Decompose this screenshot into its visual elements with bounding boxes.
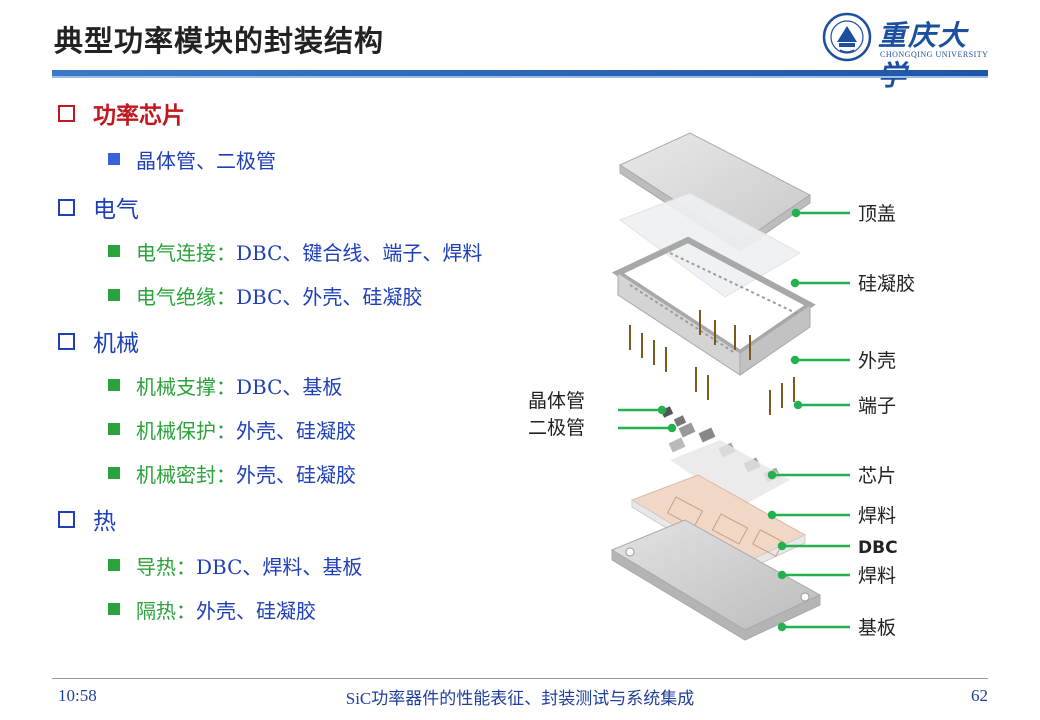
label-solder-upper: 焊料: [858, 505, 896, 527]
checkbox-bullet-icon: [58, 104, 75, 122]
solder-part-upper: [670, 440, 790, 507]
label-solder-lower: 焊料: [858, 565, 896, 587]
title-divider: [52, 70, 988, 76]
item-label: 电气连接：: [136, 240, 236, 265]
page-number: 62: [971, 686, 988, 705]
label-transistor: 晶体管: [528, 390, 585, 412]
square-bullet-icon: [108, 153, 120, 165]
label-terminals: 端子: [858, 395, 896, 417]
list-item: 电气绝缘：DBC、外壳、硅凝胶: [58, 280, 558, 310]
label-diode: 二极管: [528, 417, 585, 439]
footer-title: SiC功率器件的性能表征、封装测试与系统集成: [345, 689, 695, 708]
item-value: DBC、键合线、端子、焊料: [236, 240, 483, 265]
list-item: 机械支撑：DBC、基板: [58, 370, 558, 400]
item-text: 晶体管、二极管: [136, 148, 276, 173]
checkbox-bullet-icon: [58, 510, 75, 528]
item-value: DBC、基板: [236, 374, 343, 399]
list-item: 机械密封：外壳、硅凝胶: [58, 458, 558, 488]
checkbox-bullet-icon: [58, 332, 75, 350]
square-bullet-icon: [108, 245, 120, 257]
university-logo: 重庆大学 CHONGQING UNIVERSITY: [822, 12, 992, 92]
list-item: 电气连接：DBC、键合线、端子、焊料: [58, 236, 558, 266]
square-bullet-icon: [108, 603, 120, 615]
label-housing: 外壳: [858, 350, 896, 372]
gel-part: [618, 192, 802, 298]
item-label: 隔热：: [136, 598, 196, 623]
list-item: 导热：DBC、焊料、基板: [58, 550, 558, 580]
list-item: 晶体管、二极管: [58, 144, 558, 174]
list-item: 隔热：外壳、硅凝胶: [58, 594, 558, 624]
label-lid: 顶盖: [858, 203, 896, 225]
item-value: DBC、外壳、硅凝胶: [236, 284, 423, 309]
section-power-chip: 功率芯片: [58, 98, 558, 129]
label-dbc: DBC: [858, 538, 898, 558]
item-label: 导热：: [136, 554, 196, 579]
square-bullet-icon: [108, 289, 120, 301]
item-value: 外壳、硅凝胶: [236, 462, 356, 487]
label-gel: 硅凝胶: [858, 273, 915, 295]
square-bullet-icon: [108, 467, 120, 479]
label-chips: 芯片: [858, 465, 896, 487]
outline-list: 功率芯片 晶体管、二极管 电气 电气连接：DBC、键合线、端子、焊料 电气绝缘：…: [58, 98, 558, 624]
title-divider-light: [52, 76, 988, 78]
leader-lines: [618, 208, 850, 632]
item-value: 外壳、硅凝胶: [196, 598, 316, 623]
section-heading: 机械: [93, 331, 139, 357]
label-baseplate: 基板: [858, 617, 896, 639]
square-bullet-icon: [108, 423, 120, 435]
list-item: 机械保护：外壳、硅凝胶: [58, 414, 558, 444]
item-label: 机械保护：: [136, 418, 236, 443]
section-heading: 电气: [93, 197, 139, 223]
section-heading: 热: [93, 509, 116, 535]
item-label: 电气绝缘：: [136, 284, 236, 309]
footer-divider: [52, 678, 988, 679]
item-value: 外壳、硅凝胶: [236, 418, 356, 443]
square-bullet-icon: [108, 559, 120, 571]
module-exploded-diagram: 顶盖 硅凝胶 外壳 端子 芯片 焊料 DBC 焊料 基板 晶体管 二极管: [528, 132, 915, 641]
slide-title: 典型功率模块的封装结构: [54, 24, 385, 58]
section-electrical: 电气: [58, 192, 558, 223]
section-thermal: 热: [58, 504, 558, 535]
item-value: DBC、焊料、基板: [196, 554, 363, 579]
housing-part: [611, 236, 816, 376]
item-label: 机械密封：: [136, 462, 236, 487]
section-heading: 功率芯片: [93, 103, 185, 129]
square-bullet-icon: [108, 379, 120, 391]
section-mechanical: 机械: [58, 326, 558, 357]
checkbox-bullet-icon: [58, 198, 75, 216]
footer-time: 10:58: [58, 686, 97, 705]
item-label: 机械支撑：: [136, 374, 236, 399]
university-seal-icon: [822, 12, 872, 62]
logo-english-name: CHONGQING UNIVERSITY: [880, 50, 989, 59]
terminals-part: [629, 310, 795, 415]
baseplate-part: [610, 519, 822, 641]
